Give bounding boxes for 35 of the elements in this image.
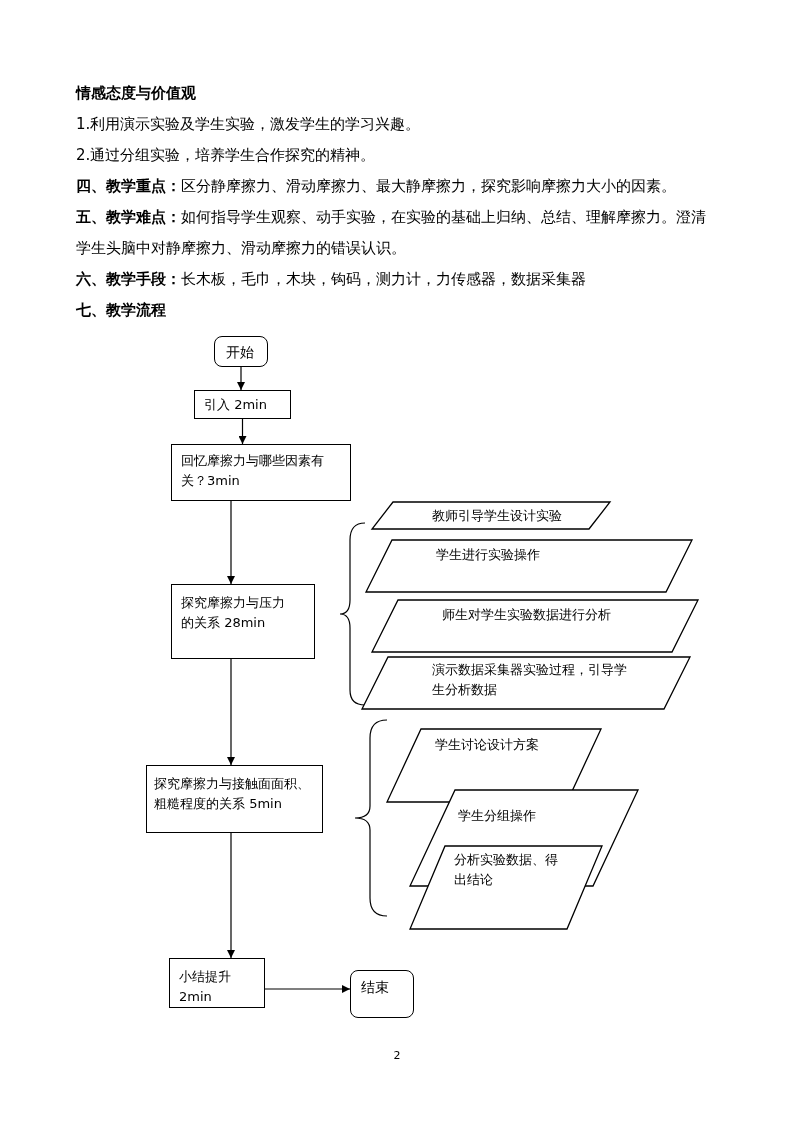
- section-heading: 情感态度与价值观: [76, 83, 197, 104]
- step-label: 回忆摩擦力与哪些因素有关？3min: [181, 452, 325, 490]
- arrow: [227, 500, 235, 585]
- process-box: [171, 444, 351, 501]
- text-line: 1.利用演示实验及学生实验，激发学生的学习兴趣。: [76, 114, 422, 135]
- process-box: [146, 765, 323, 833]
- step-label: 小结提升 2min: [179, 968, 232, 1006]
- arrow: [227, 658, 235, 766]
- step-label: 演示数据采集器实验过程，引导学生分析数据: [432, 661, 628, 699]
- step-label: 学生分组操作: [458, 807, 537, 825]
- page-number: 2: [392, 1048, 402, 1064]
- step-label: 引入 2min: [204, 396, 268, 414]
- process-box: [169, 958, 265, 1008]
- arrow: [237, 366, 245, 391]
- step-label: 结束: [361, 978, 390, 997]
- arrow: [238, 418, 247, 445]
- step-label: 学生进行实验操作: [436, 546, 541, 564]
- step-label: 分析实验数据、得出结论: [454, 851, 559, 889]
- process-box: [171, 584, 315, 659]
- section-heading: 七、教学流程: [76, 300, 167, 321]
- step-label: 探究摩擦力与压力的关系 28min: [181, 594, 286, 632]
- text-line: 2.通过分组实验，培养学生合作探究的精神。: [76, 145, 377, 166]
- step-label: 教师引导学生设计实验: [432, 507, 563, 525]
- paragraph: 五、教学难点：如何指导学生观察、动手实验，在实验的基础上归纳、总结、理解摩擦力。澄清学生头脑中对静摩擦力、滑动摩擦力的错误认识。: [76, 207, 707, 259]
- text-line: 四、教学重点：区分静摩擦力、滑动摩擦力、最大静摩擦力，探究影响摩擦力大小的因素。: [76, 176, 677, 197]
- step-label: 师生对学生实验数据进行分析: [442, 606, 612, 624]
- terminal-box: [214, 336, 268, 367]
- step-label: 探究摩擦力与接触面面积、粗糙程度的关系 5min: [154, 775, 311, 813]
- step-label: 学生讨论设计方案: [435, 736, 540, 754]
- arrow: [264, 985, 351, 993]
- process-box: [194, 390, 291, 419]
- step-label: 开始: [226, 343, 255, 362]
- terminal-box: [350, 970, 414, 1018]
- text-line: 六、教学手段：长木板，毛巾，木块，钩码，测力计，力传感器，数据采集器: [76, 269, 587, 290]
- arrow: [227, 832, 235, 959]
